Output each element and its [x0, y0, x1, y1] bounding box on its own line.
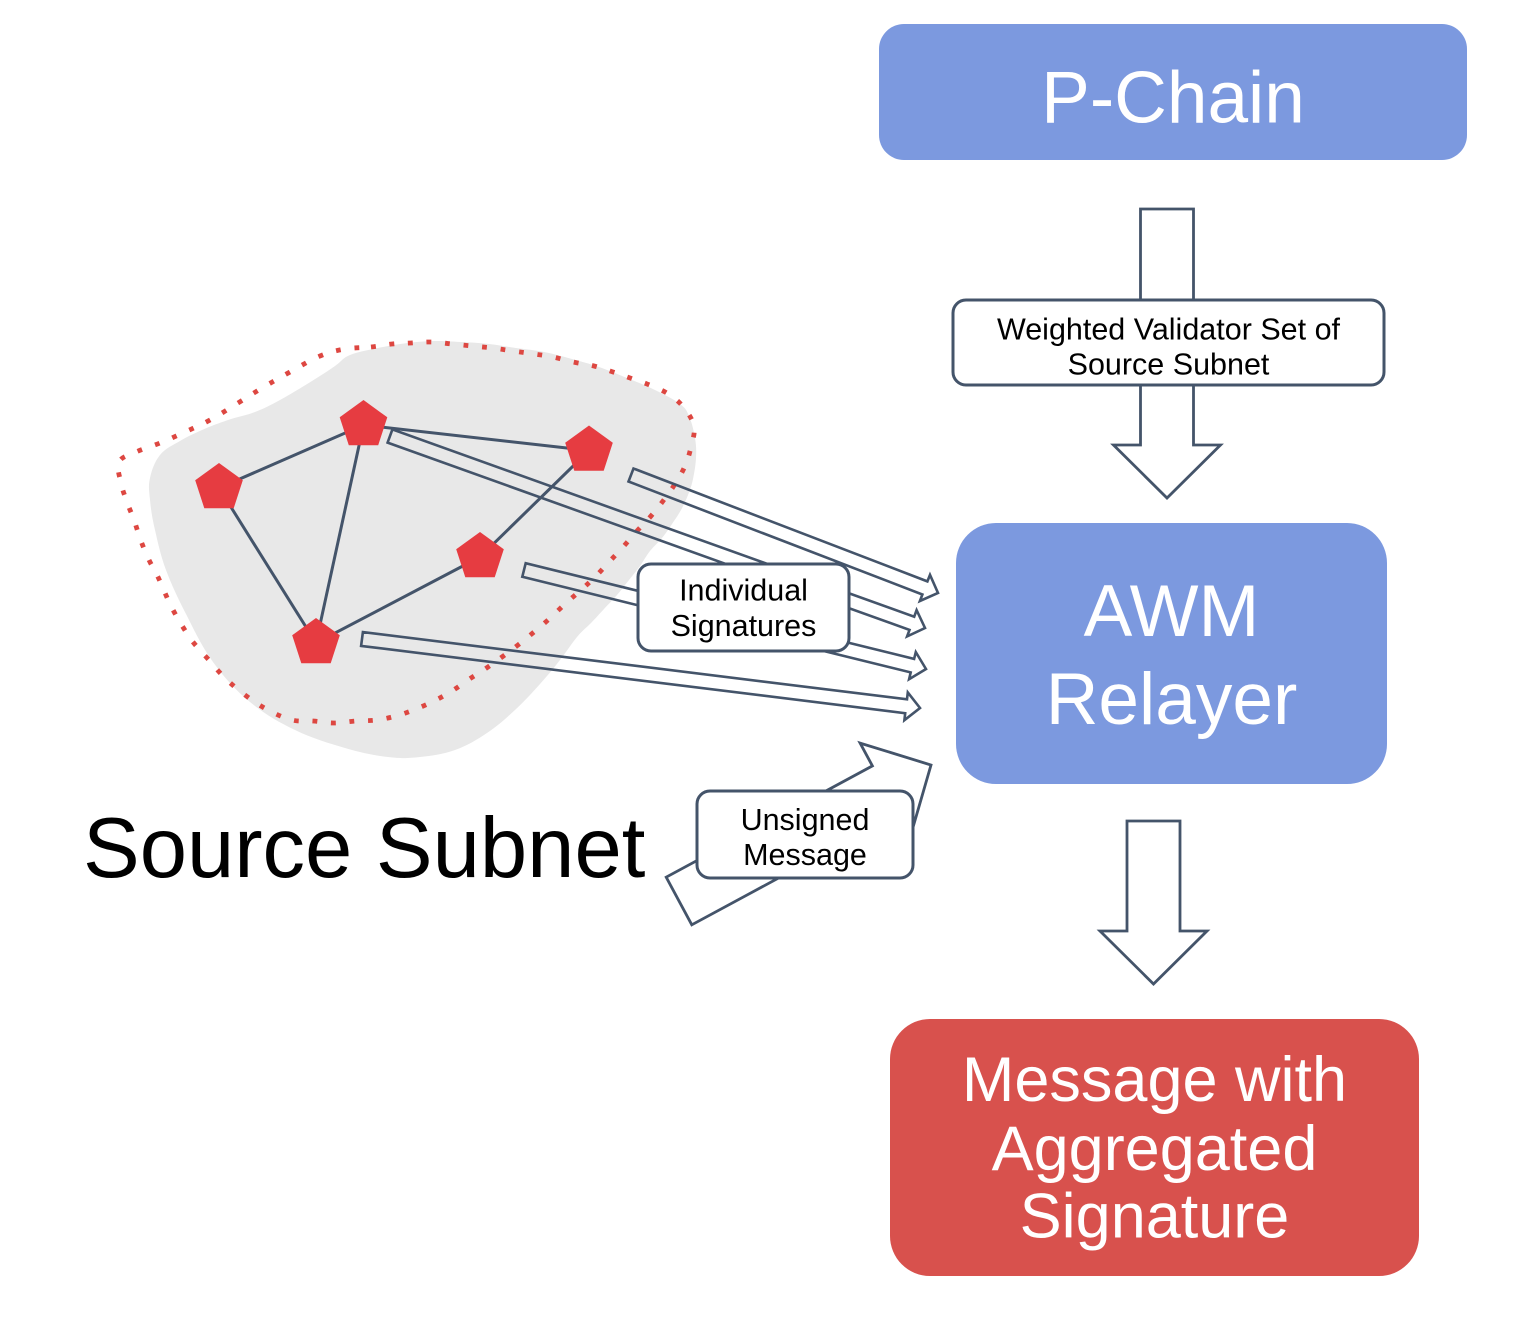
svg-text:Relayer: Relayer [1046, 659, 1298, 740]
svg-text:Signatures: Signatures [671, 609, 817, 643]
svg-text:AWM: AWM [1084, 571, 1260, 652]
svg-text:Message: Message [743, 838, 867, 872]
svg-text:Aggregated: Aggregated [992, 1114, 1318, 1184]
svg-text:P-Chain: P-Chain [1041, 58, 1305, 139]
svg-text:Signature: Signature [1020, 1182, 1290, 1252]
svg-text:Individual: Individual [679, 574, 808, 608]
svg-text:Weighted Validator Set of: Weighted Validator Set of [997, 313, 1341, 347]
svg-text:Source Subnet: Source Subnet [1068, 348, 1270, 382]
svg-text:Source Subnet: Source Subnet [83, 801, 645, 896]
svg-text:Unsigned: Unsigned [741, 803, 870, 837]
svg-text:Message with: Message with [962, 1045, 1347, 1115]
